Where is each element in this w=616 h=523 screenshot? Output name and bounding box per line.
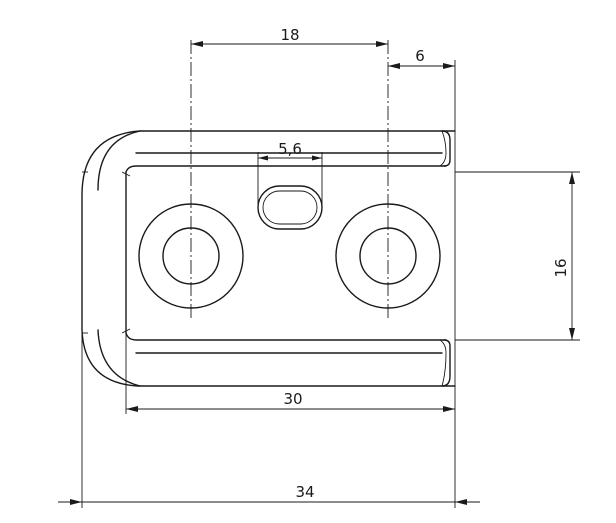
bracket-outline [81,130,456,387]
dimension-overall-width: 34 [58,330,480,508]
dimension-label-inner-width: 30 [283,390,302,408]
slot [257,185,323,230]
dimension-inner-height: 16 [455,171,580,341]
dimension-label-overall-width: 34 [295,483,314,501]
dimension-hole-spacing: 18 [191,26,388,47]
center-lines [190,40,389,318]
dimension-label-hole-spacing: 18 [280,26,299,44]
dimension-label-slot-width: 5,6 [278,140,302,158]
dimension-label-inner-height: 16 [552,258,570,277]
dimension-right-offset: 6 [388,47,456,131]
dimension-inner-width: 30 [125,333,456,414]
dimension-slot-width: 5,6 [257,140,323,207]
dimension-label-right-offset: 6 [415,47,425,65]
